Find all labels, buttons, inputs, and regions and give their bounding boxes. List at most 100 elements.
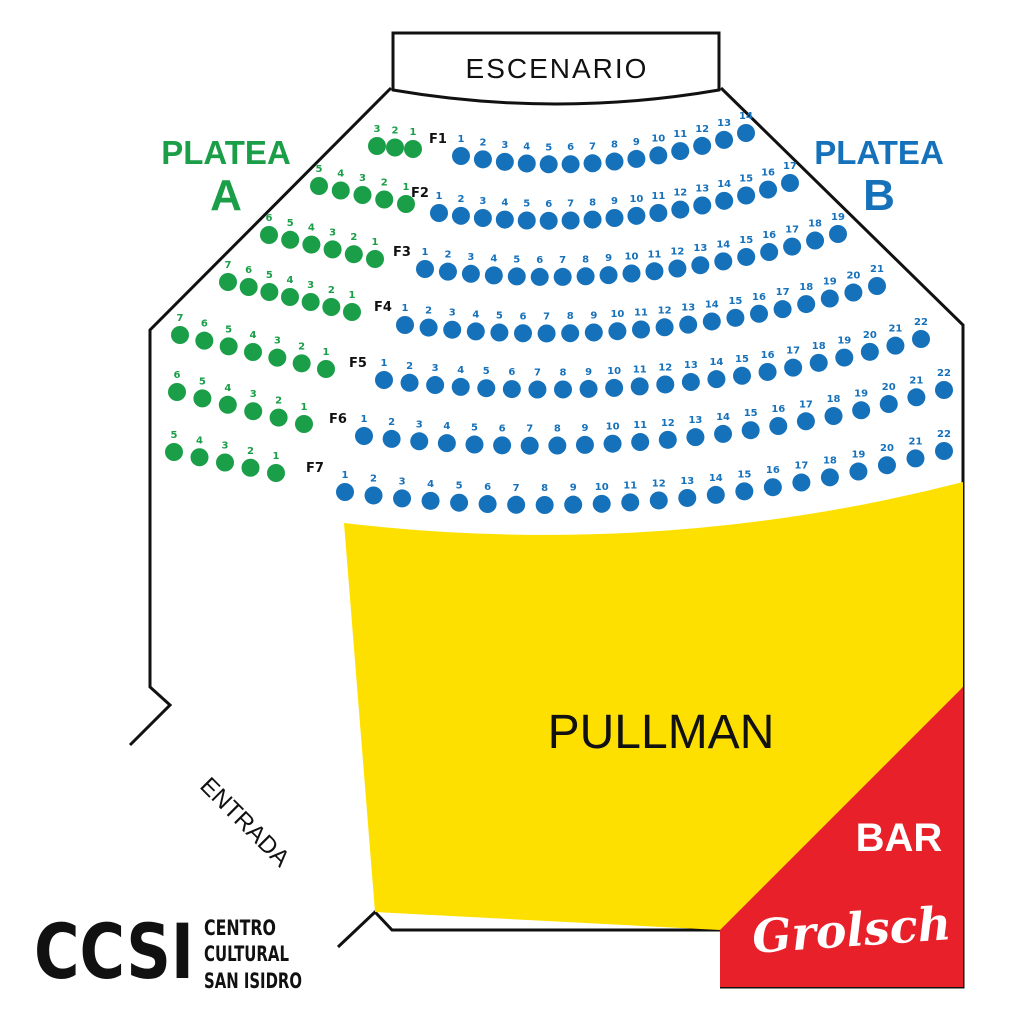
seat-a-f6-1[interactable] [295,415,313,433]
seat-b-f2-3[interactable] [473,209,492,227]
seat-a-f4-3[interactable] [301,293,320,311]
seat-b-f4-13[interactable] [679,315,698,334]
seat-b-f3-5[interactable] [507,267,526,286]
seat-b-f6-18[interactable] [824,407,843,426]
seat-b-f3-16[interactable] [760,243,779,262]
seat-a-f4-2[interactable] [322,298,341,316]
seat-b-f4-17[interactable] [773,300,792,319]
seat-b-f7-15[interactable] [735,482,754,501]
seat-b-f5-16[interactable] [758,362,777,381]
seat-b-f3-11[interactable] [645,262,664,281]
seat-b-f5-22[interactable] [912,330,930,348]
seat-b-f5-5[interactable] [477,379,496,398]
seat-b-f2-5[interactable] [517,211,536,230]
seat-b-f5-8[interactable] [554,380,572,399]
seat-b-f4-1[interactable] [396,316,414,334]
seat-b-f7-21[interactable] [906,449,925,468]
seat-b-f1-3[interactable] [495,152,514,171]
bar-shape[interactable] [720,687,963,987]
seat-b-f3-18[interactable] [806,231,825,250]
seat-b-f3-7[interactable] [553,267,572,286]
seat-a-f6-6[interactable] [168,383,186,401]
seat-a-f4-5[interactable] [260,283,279,301]
seat-b-f5-20[interactable] [860,342,879,361]
seat-b-f5-6[interactable] [502,380,521,399]
seat-b-f3-4[interactable] [484,266,503,285]
seat-b-f6-13[interactable] [686,428,705,447]
seat-a-f2-5[interactable] [310,177,328,195]
seat-b-f2-15[interactable] [737,186,756,205]
seat-b-f2-4[interactable] [495,210,514,229]
seat-b-f5-4[interactable] [451,377,470,396]
seat-b-f1-12[interactable] [693,136,712,155]
seat-b-f4-20[interactable] [844,283,863,302]
seat-b-f3-17[interactable] [783,237,802,256]
seat-b-f7-7[interactable] [507,495,526,514]
seat-b-f3-12[interactable] [668,259,687,278]
seat-b-f7-12[interactable] [649,491,668,510]
seat-a-f4-7[interactable] [219,273,237,291]
seat-b-f7-16[interactable] [763,478,782,497]
seat-a-f6-4[interactable] [218,395,237,414]
seat-b-f4-8[interactable] [561,324,580,343]
seat-a-f3-1[interactable] [366,250,384,268]
seat-b-f6-8[interactable] [548,436,567,455]
seat-b-f3-8[interactable] [576,267,595,286]
seat-b-f6-19[interactable] [852,401,871,420]
seat-b-f2-6[interactable] [539,211,558,230]
seat-a-f2-1[interactable] [397,195,415,213]
seat-b-f7-11[interactable] [621,493,640,512]
seat-b-f4-14[interactable] [702,312,721,331]
seat-b-f6-6[interactable] [493,436,512,455]
seat-b-f7-1[interactable] [336,483,354,501]
seat-b-f4-3[interactable] [443,320,462,339]
seat-b-f4-6[interactable] [514,324,532,343]
seat-b-f2-11[interactable] [649,204,668,222]
seat-b-f4-4[interactable] [466,322,485,341]
seat-b-f5-2[interactable] [400,373,419,392]
seat-a-f7-4[interactable] [190,448,209,467]
seat-a-f1-2[interactable] [386,138,404,157]
seat-b-f7-4[interactable] [421,491,440,510]
seat-a-f6-2[interactable] [269,408,288,427]
seat-b-f7-20[interactable] [877,456,896,475]
seat-a-f5-6[interactable] [195,331,214,350]
seat-b-f6-3[interactable] [410,432,429,451]
seat-b-f2-9[interactable] [605,209,624,227]
seat-b-f5-18[interactable] [809,353,828,372]
seat-b-f7-19[interactable] [849,462,868,481]
seat-b-f7-14[interactable] [706,485,725,504]
seat-b-f4-18[interactable] [797,295,816,314]
seat-b-f2-10[interactable] [627,206,646,225]
seat-b-f5-19[interactable] [835,348,854,367]
pullman-section[interactable]: PULLMAN [344,482,963,930]
seat-a-f4-4[interactable] [281,288,299,306]
seat-b-f6-22[interactable] [935,381,953,399]
seat-a-f4-6[interactable] [239,278,258,296]
seat-b-f7-3[interactable] [393,489,412,508]
seat-b-f6-1[interactable] [355,427,373,445]
seat-b-f1-8[interactable] [605,152,624,171]
seat-b-f4-10[interactable] [608,322,627,341]
seat-a-f5-1[interactable] [317,360,335,378]
seat-b-f6-16[interactable] [769,417,788,435]
seat-b-f5-1[interactable] [375,371,393,389]
seat-b-f3-13[interactable] [691,256,710,275]
seat-b-f2-16[interactable] [759,180,778,199]
seat-a-f4-1[interactable] [343,303,361,321]
seat-b-f6-17[interactable] [796,412,815,431]
seat-b-f1-7[interactable] [583,154,602,173]
seat-b-f6-20[interactable] [879,395,898,414]
seat-a-f3-4[interactable] [302,235,321,254]
seat-b-f6-14[interactable] [714,424,733,443]
seat-a-f3-2[interactable] [344,245,363,264]
seat-a-f5-5[interactable] [219,337,238,356]
seat-b-f5-9[interactable] [579,379,598,398]
seat-b-f1-14[interactable] [737,124,755,142]
seat-b-f3-9[interactable] [599,266,618,285]
seat-b-f4-16[interactable] [750,304,768,323]
seat-b-f6-21[interactable] [907,388,926,407]
seat-b-f1-4[interactable] [517,154,536,173]
seat-a-f3-3[interactable] [323,240,342,259]
seat-a-f2-3[interactable] [353,186,372,204]
